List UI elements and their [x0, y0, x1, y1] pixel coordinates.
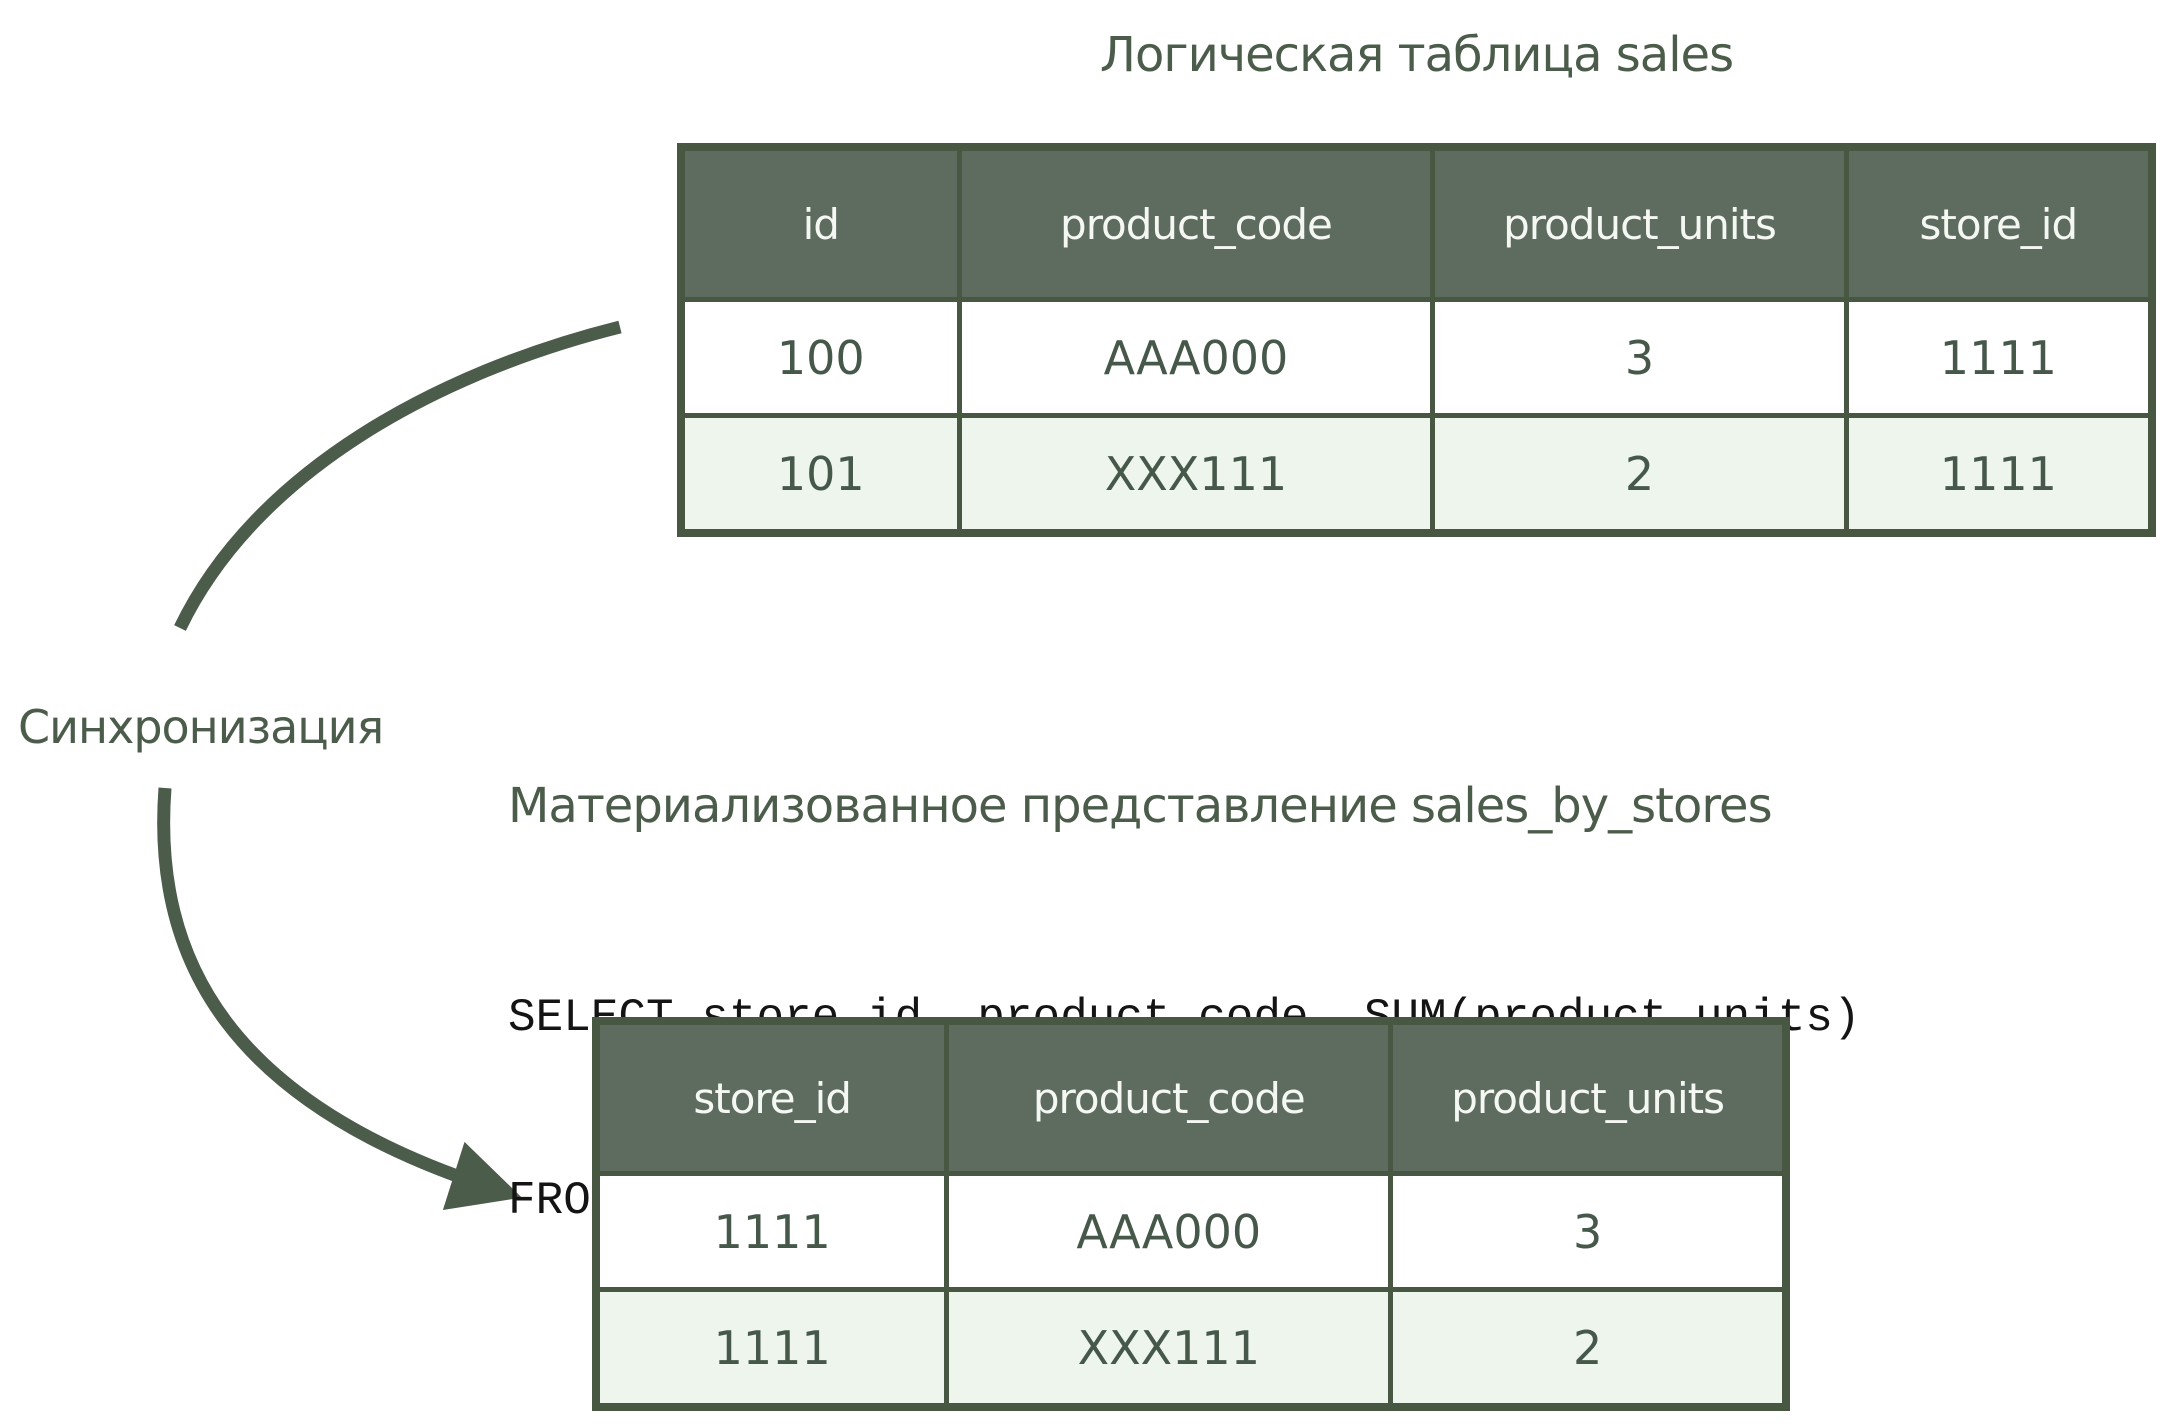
column-header-store-id: store_id	[600, 1025, 945, 1171]
table-cell: 3	[1393, 1176, 1782, 1287]
table-cell: 101	[685, 418, 957, 529]
table-cell: 2	[1435, 418, 1844, 529]
table-cell: 1111	[600, 1176, 945, 1287]
table-cell: AAA000	[949, 1176, 1389, 1287]
column-header-product-code: product_code	[949, 1025, 1389, 1171]
column-header-product-units: product_units	[1393, 1025, 1782, 1171]
table-cell: XXX111	[949, 1292, 1389, 1403]
materialized-view-title: Материализованное представление sales_by…	[508, 778, 1773, 834]
materialized-view-table: store_id product_code product_units 1111…	[592, 1017, 1790, 1411]
table-cell: 100	[685, 302, 957, 413]
sync-arrow-label: Синхронизация	[18, 700, 384, 754]
table-cell: 1111	[1848, 418, 2148, 529]
table-cell: 1111	[600, 1292, 945, 1403]
table-cell: AAA000	[961, 302, 1431, 413]
table-cell: 2	[1393, 1292, 1782, 1403]
column-header-store-id: store_id	[1848, 151, 2148, 297]
logical-table-title: Логическая таблица sales	[1099, 27, 1734, 83]
table-cell: 1111	[1848, 302, 2148, 413]
logical-sales-table: id product_code product_units store_id 1…	[677, 143, 2156, 537]
column-header-product-units: product_units	[1435, 151, 1844, 297]
column-header-product-code: product_code	[961, 151, 1431, 297]
table-cell: XXX111	[961, 418, 1431, 529]
column-header-id: id	[685, 151, 957, 297]
table-cell: 3	[1435, 302, 1844, 413]
